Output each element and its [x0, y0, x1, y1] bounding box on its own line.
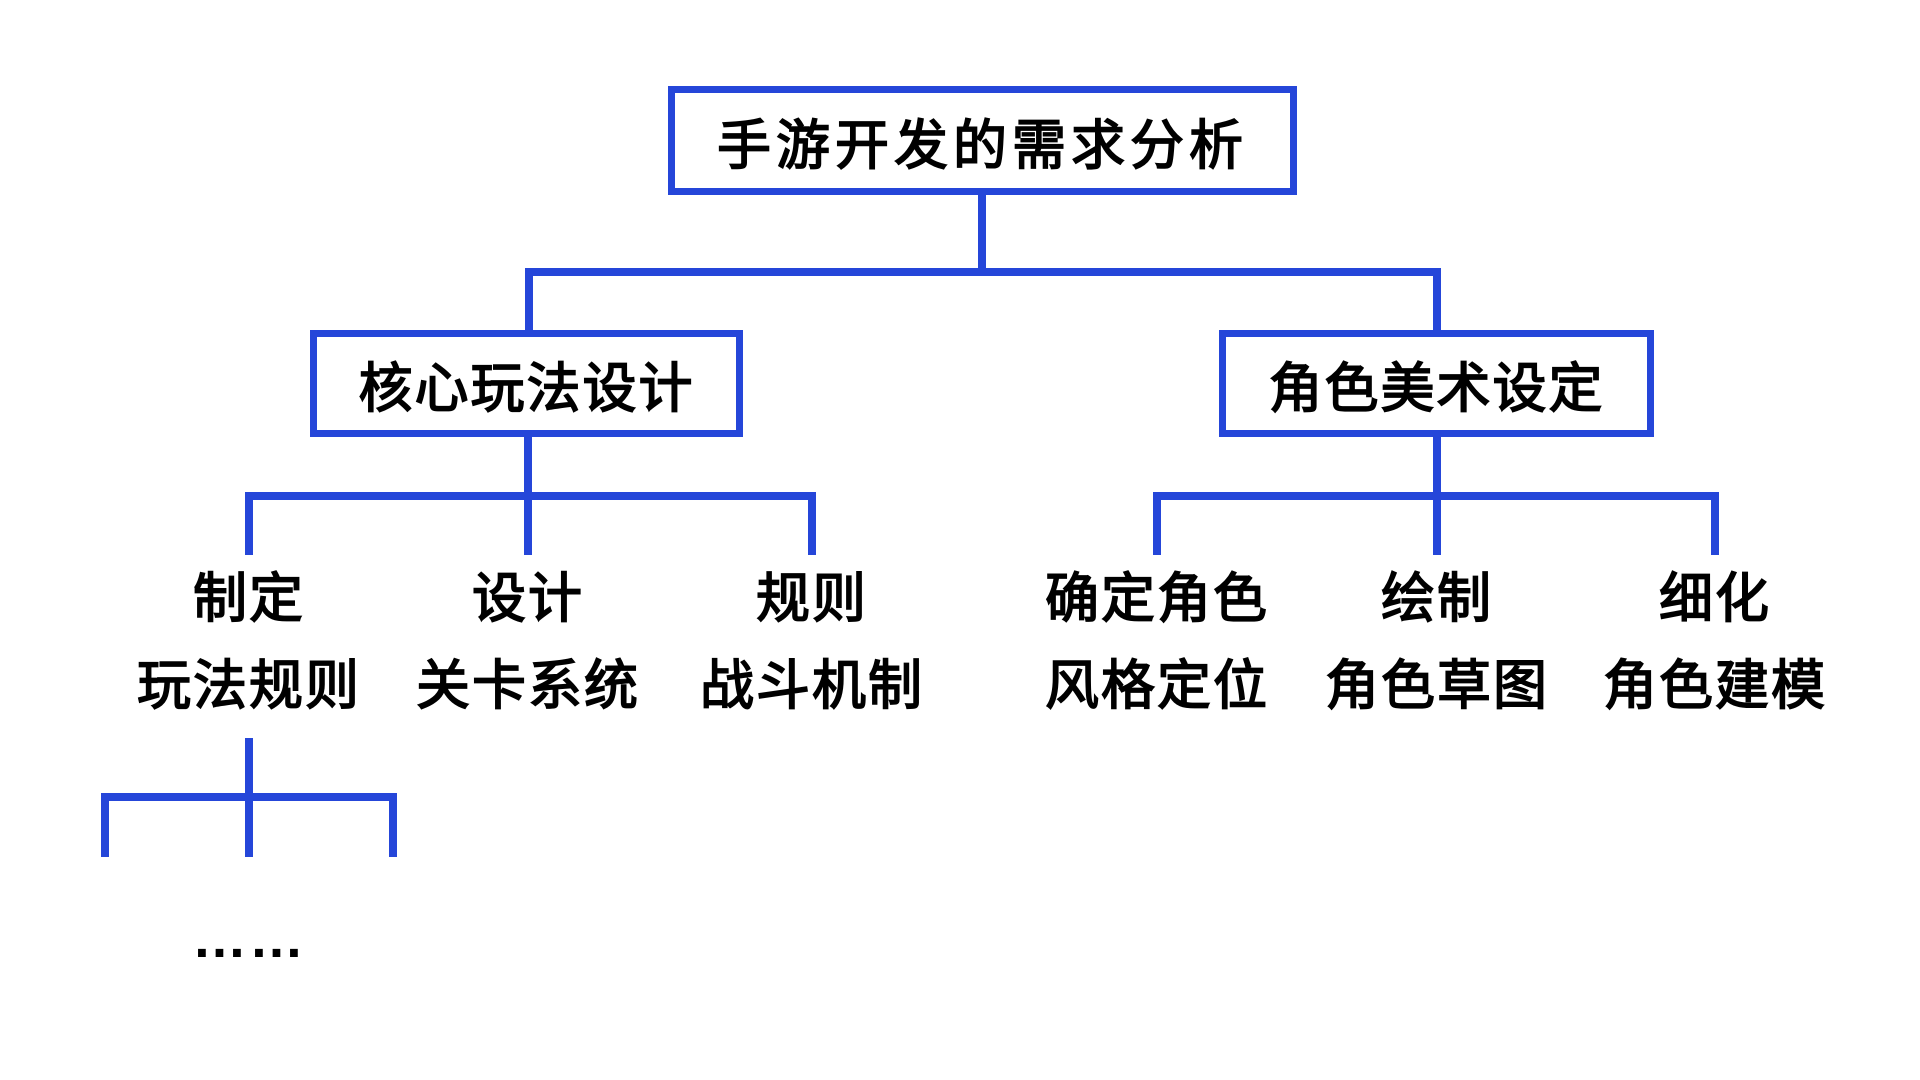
leaf-line1: 绘制 [1381, 569, 1493, 629]
connector-subbranch-drop-3 [389, 793, 397, 857]
root-node-label: 手游开发的需求分析 [717, 116, 1248, 176]
leaf-line1: 确定角色 [1045, 569, 1269, 629]
connector-root-stem [978, 195, 986, 276]
leaf-line2: 角色草图 [1325, 656, 1549, 716]
leaf-node-draw-character-sketch: 绘制 角色草图 [1217, 556, 1657, 730]
branch-node-label: 角色美术设定 [1268, 359, 1605, 419]
branch-node-core-gameplay: 核心玩法设计 [310, 330, 743, 437]
connector-subbranch-stem [245, 738, 253, 801]
leaf-node-design-level-system: 设计 关卡系统 [308, 556, 748, 730]
connector-subbranch-drop-1 [101, 793, 109, 857]
branch-node-label: 核心玩法设计 [358, 359, 695, 419]
leaf-line2: 角色建模 [1603, 656, 1827, 716]
leaf-line1: 规则 [756, 569, 868, 629]
connector-left-drop-3 [808, 492, 816, 555]
connector-left-drop-1 [245, 492, 253, 555]
leaf-line1: 细化 [1659, 569, 1771, 629]
leaf-line2: 战斗机制 [700, 656, 924, 716]
connector-right-drop-2 [1433, 492, 1441, 555]
leaf-node-define-character-style: 确定角色 风格定位 [937, 556, 1377, 730]
leaf-line1: 设计 [472, 569, 584, 629]
connector-left-branch-stem [524, 437, 532, 500]
connector-level1-right-drop [1433, 268, 1441, 330]
connector-right-drop-1 [1153, 492, 1161, 555]
leaf-line2: 关卡系统 [416, 656, 640, 716]
connector-right-branch-stem [1433, 437, 1441, 500]
connector-left-drop-2 [524, 492, 532, 555]
connector-right-drop-3 [1711, 492, 1719, 555]
leaf-node-define-gameplay-rules: 制定 玩法规则 [29, 556, 469, 730]
leaf-line1: 制定 [193, 569, 305, 629]
connector-level1-horizontal [525, 268, 1441, 276]
leaf-node-refine-character-model: 细化 角色建模 [1495, 556, 1920, 730]
leaf-line2: 风格定位 [1045, 656, 1269, 716]
branch-node-character-art: 角色美术设定 [1219, 330, 1654, 437]
connector-subbranch-drop-2 [245, 793, 253, 857]
ellipsis-label: …… [192, 907, 306, 969]
connector-level1-left-drop [525, 268, 533, 330]
leaf-line2: 玩法规则 [137, 656, 361, 716]
root-node: 手游开发的需求分析 [668, 86, 1297, 195]
leaf-node-combat-mechanics-rules: 规则 战斗机制 [592, 556, 1032, 730]
